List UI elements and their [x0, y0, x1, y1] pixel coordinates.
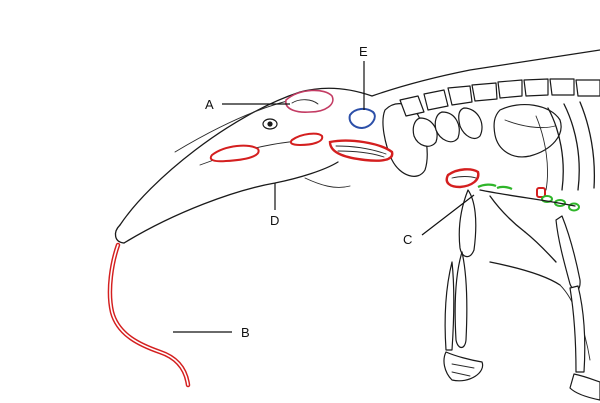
- label-e: E: [359, 44, 368, 59]
- tongue: [110, 245, 188, 385]
- label-a: A: [205, 97, 214, 112]
- salivary-gland-left: [211, 146, 259, 162]
- label-b: B: [241, 325, 250, 340]
- salivary-gland-right: [291, 134, 322, 145]
- skeleton: [400, 79, 600, 400]
- region-c-band: [447, 169, 479, 187]
- label-d: D: [270, 213, 279, 228]
- region-e: [350, 109, 375, 128]
- skull-details: [263, 90, 375, 129]
- red-structures: [211, 134, 545, 197]
- label-c: C: [403, 232, 412, 247]
- region-a: [286, 90, 333, 112]
